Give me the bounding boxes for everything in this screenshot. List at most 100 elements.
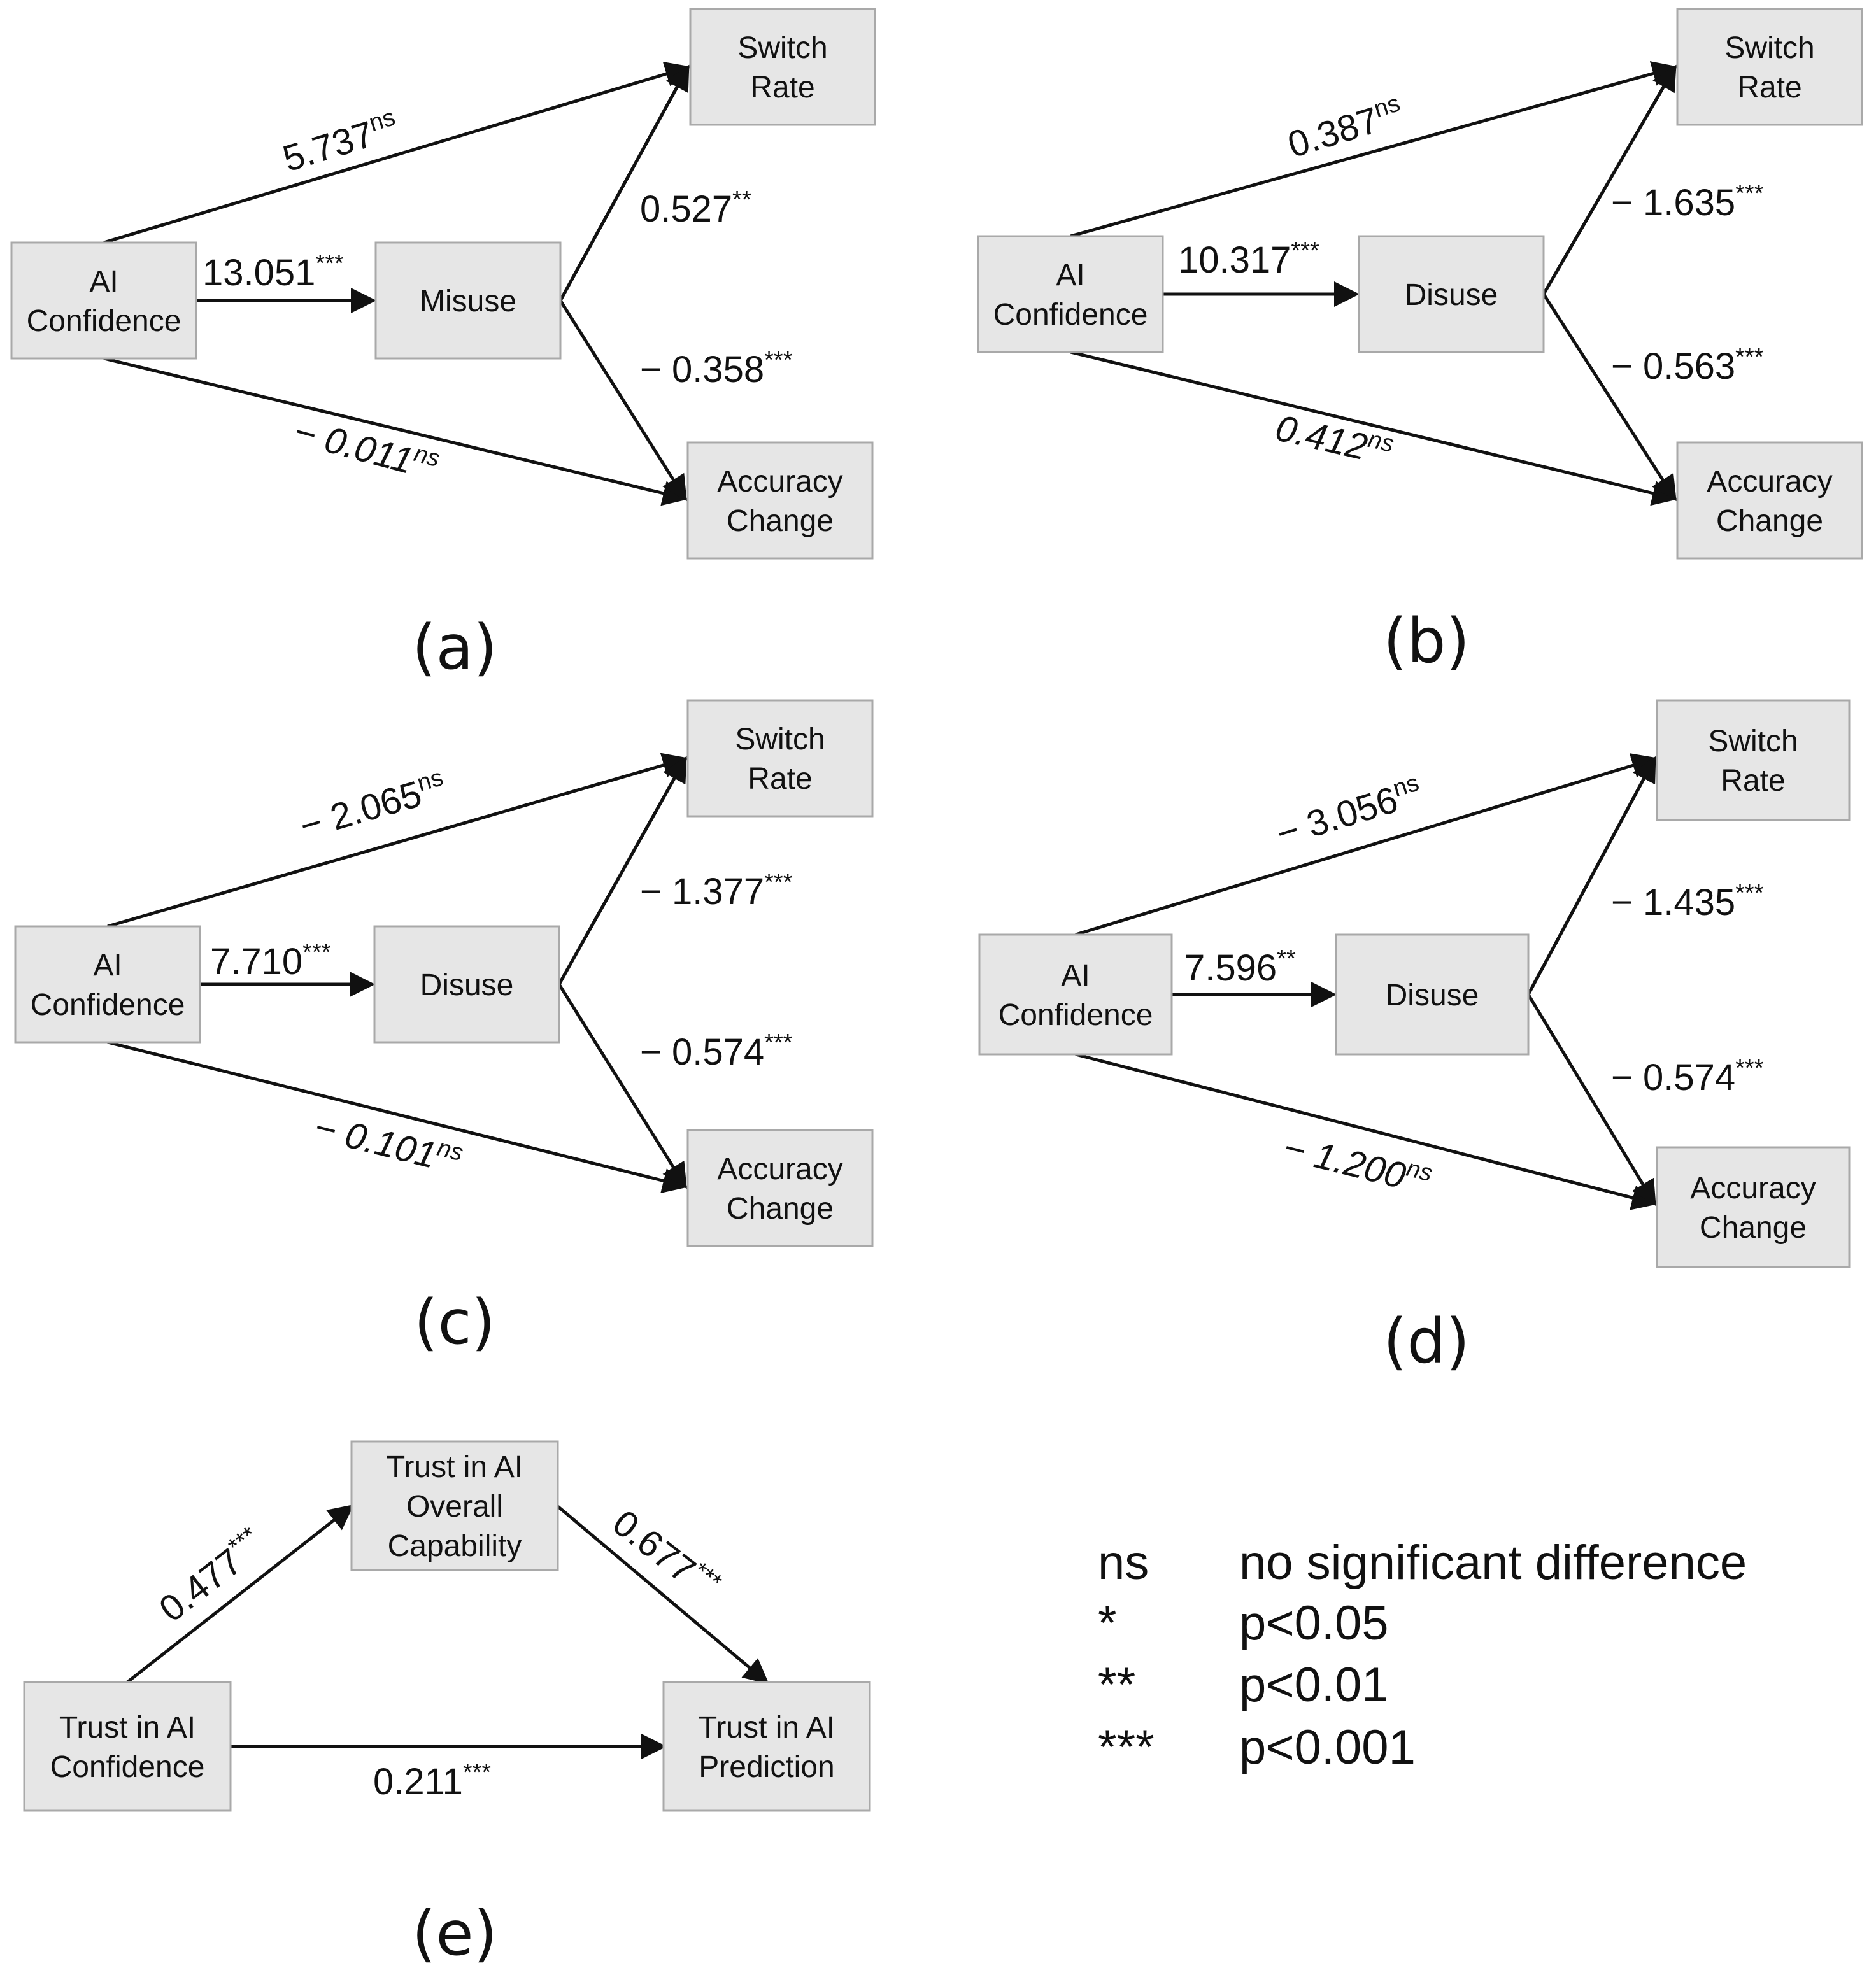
edge-mediator-top xyxy=(1526,756,1656,996)
node-source-label: Confidence xyxy=(50,1750,205,1784)
legend-symbol: ** xyxy=(1098,1658,1135,1712)
edge-mediator-top xyxy=(558,64,690,302)
legend-row: ***p<0.001 xyxy=(1098,1720,1416,1774)
legend-meaning: p<0.05 xyxy=(1239,1596,1389,1650)
node-source-label: AI xyxy=(89,265,118,299)
panel-label: (e) xyxy=(412,1898,497,1968)
coef-mediator-top: − 1.377*** xyxy=(640,869,793,912)
legend-symbol: * xyxy=(1098,1596,1117,1650)
node-top-label: Switch xyxy=(1708,725,1798,758)
coef-source-top: − 3.056ns xyxy=(1271,770,1427,855)
node-top-box xyxy=(689,8,876,126)
edge-source-top xyxy=(103,61,691,244)
edge-source-top xyxy=(1075,753,1658,937)
node-outcome-label: Trust in AI xyxy=(699,1711,835,1745)
edge-mediator-bottom xyxy=(558,299,687,502)
node-top-label: Rate xyxy=(750,71,814,104)
edge-mediator-top xyxy=(557,756,687,986)
node-source-label: AI xyxy=(1061,959,1090,993)
node-bottom-box xyxy=(1656,1146,1851,1268)
node-mediator: Disuse xyxy=(1335,933,1530,1056)
node-top-label: Switch xyxy=(1724,31,1814,65)
node-bottom-box xyxy=(686,441,874,560)
node-bottom-label: Change xyxy=(1716,504,1823,538)
node-outcome-label: Prediction xyxy=(699,1750,834,1784)
coef-source-mediator: 7.596** xyxy=(1184,945,1296,989)
node-source-box xyxy=(23,1681,232,1812)
node-bottom-label: Accuracy xyxy=(717,465,842,499)
node-source-label: Confidence xyxy=(31,988,185,1022)
panel-label: (a) xyxy=(412,612,497,683)
node-top-box xyxy=(1676,8,1863,126)
node-source-box xyxy=(977,235,1164,353)
node-bottom-label: Change xyxy=(727,1192,834,1226)
coef-mediator-top: − 1.435*** xyxy=(1611,880,1764,923)
node-mediator: Disuse xyxy=(1358,235,1545,353)
node-mediator-box xyxy=(374,241,562,360)
node-source-box xyxy=(10,241,197,360)
node-mediator-box xyxy=(350,1440,559,1571)
edge-source-bottom xyxy=(1075,1052,1658,1210)
legend-row: * p<0.05 xyxy=(1098,1596,1389,1650)
edge-source-mediator xyxy=(126,1504,354,1683)
legend-row: ** p<0.01 xyxy=(1098,1658,1389,1712)
edge-source-bottom xyxy=(1070,350,1678,506)
node-source-label: AI xyxy=(93,949,122,982)
legend-meaning: p<0.01 xyxy=(1239,1658,1389,1712)
node-outcome: Trust in AI Prediction xyxy=(662,1681,871,1812)
coef-source-outcome: 0.211*** xyxy=(373,1759,491,1802)
coef-source-mediator: 7.710*** xyxy=(210,939,331,982)
edge-source-bottom xyxy=(103,357,688,506)
node-mediator-label: Misuse xyxy=(420,285,516,318)
panel-c: AI Confidence Disuse SwitchRateAccuracyChan… xyxy=(14,699,874,1358)
node-source-box xyxy=(978,933,1173,1056)
node-source-box xyxy=(14,925,201,1044)
node-mediator-box xyxy=(1358,235,1545,353)
node-mediator-box xyxy=(1335,933,1530,1056)
panel-label: (b) xyxy=(1383,605,1470,677)
edge-mediator-bottom xyxy=(557,983,687,1189)
edge-mediator-bottom xyxy=(1542,293,1677,502)
legend-symbol: ns xyxy=(1098,1536,1149,1590)
node-top-box xyxy=(1656,699,1851,821)
coef-mediator-top: 0.527** xyxy=(640,187,751,230)
node-mediator-label: Overall xyxy=(406,1490,503,1524)
legend-symbol: *** xyxy=(1098,1720,1155,1774)
node-top-label: Rate xyxy=(748,762,812,796)
node-top-label: Rate xyxy=(1737,71,1801,104)
coef-source-top: 5.737ns xyxy=(278,104,403,180)
coef-source-bottom: − 1.200ns xyxy=(1279,1125,1435,1203)
node-top-label: Rate xyxy=(1721,764,1785,798)
node-top-label: Switch xyxy=(735,723,825,756)
node-source: AI Confidence xyxy=(10,241,197,360)
panel-d: AIConfidenceDisuseSwitchRateAccuracyChan… xyxy=(978,699,1851,1377)
panel-label: (c) xyxy=(414,1287,495,1358)
node-mediator-label: Trust in AI xyxy=(387,1450,523,1484)
coef-mediator-bottom: − 0.563*** xyxy=(1611,344,1764,387)
node-source-label: Confidence xyxy=(993,298,1148,332)
node-bottom-label: Accuracy xyxy=(717,1152,842,1186)
node-bottom-label: Change xyxy=(727,504,834,538)
edge-mediator-top xyxy=(1542,64,1677,295)
node-source: Trust in AI Confidence xyxy=(23,1681,232,1812)
node-source-label: Trust in AI xyxy=(59,1711,195,1745)
coef-source-mediator: 0.477*** xyxy=(150,1522,272,1630)
node-source-label: Confidence xyxy=(27,304,181,338)
edge-source-bottom xyxy=(107,1040,688,1193)
node-mediator: Disuse xyxy=(373,925,560,1044)
node-mediator-label: Disuse xyxy=(1405,278,1498,312)
panel-a: AI Confidence Misuse SwitchRateAccuracyChan… xyxy=(10,8,876,683)
node-outcome-box xyxy=(662,1681,871,1812)
